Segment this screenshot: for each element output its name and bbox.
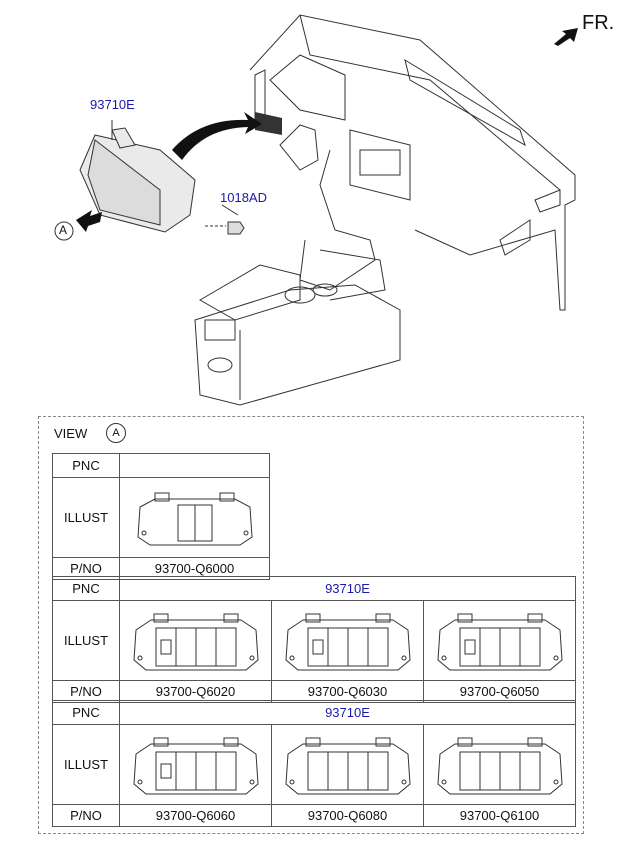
parts-table-3: PNC 93710E ILLUST	[52, 700, 576, 827]
part-number: 93700-Q6100	[423, 804, 576, 827]
main-part-callout: 93710E	[90, 97, 135, 112]
pnc-value: 93710E	[119, 700, 576, 725]
screw-part-callout: 1018AD	[220, 190, 267, 205]
pnc-value: 93710E	[119, 576, 576, 601]
part-number: 93700-Q6050	[423, 680, 576, 703]
dashboard-illustration	[54, 14, 576, 406]
illust-label: ILLUST	[52, 724, 120, 805]
switch-panel-q6060-icon	[132, 737, 259, 794]
switch-illustration	[423, 600, 576, 681]
switch-panel-q6030-icon	[284, 613, 411, 670]
view-marker-letter: A	[112, 427, 120, 439]
front-direction-indicator: FR.	[552, 12, 616, 46]
switch-illustration	[119, 724, 272, 805]
view-a-box	[38, 416, 584, 834]
pnc-label: PNC	[52, 453, 120, 478]
part-number: 93700-Q6030	[271, 680, 424, 703]
switch-panel-q6100-icon	[436, 737, 563, 794]
pnc-value	[119, 453, 270, 478]
part-number: 93700-Q6060	[119, 804, 272, 827]
switch-illustration	[423, 724, 576, 805]
pnc-label: PNC	[52, 576, 120, 601]
switch-panel-q6000-icon	[136, 492, 253, 545]
view-marker-circle: A	[106, 423, 126, 443]
switch-panel-q6080-icon	[284, 737, 411, 794]
illust-label: ILLUST	[52, 600, 120, 681]
part-number: 93700-Q6080	[271, 804, 424, 827]
switch-illustration	[271, 724, 424, 805]
illust-label: ILLUST	[52, 477, 120, 558]
front-arrow-icon	[554, 28, 578, 46]
view-marker-callout: A	[59, 223, 68, 237]
view-label: VIEW	[54, 426, 88, 441]
part-number: 93700-Q6000	[119, 557, 270, 580]
pnc-label: PNC	[52, 700, 120, 725]
switch-illustration	[119, 600, 272, 681]
switch-illustration	[271, 600, 424, 681]
parts-table-2: PNC 93710E ILLUST	[52, 576, 576, 703]
switch-panel-q6050-icon	[436, 613, 563, 670]
front-direction-label: FR.	[582, 12, 615, 34]
parts-table-1: PNC ILLUST P/NO 93700-Q6000	[52, 453, 270, 580]
switch-panel-q6020-icon	[132, 613, 259, 670]
pno-label: P/NO	[52, 804, 120, 827]
switch-illustration	[119, 477, 270, 558]
